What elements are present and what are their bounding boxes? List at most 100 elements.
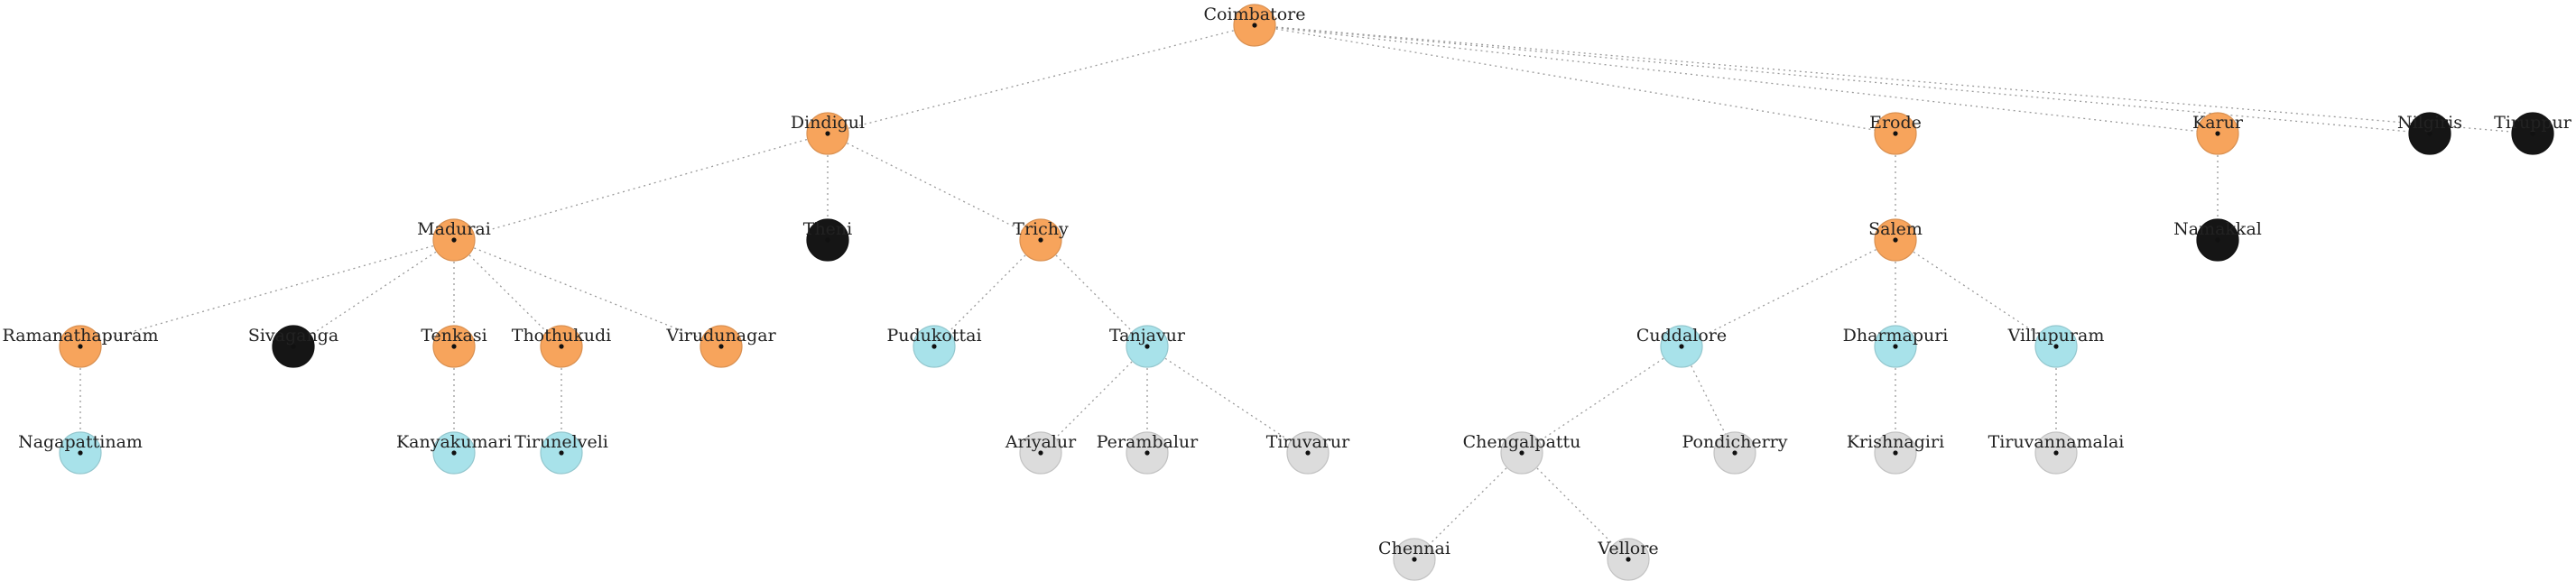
node-center-dot-tanjavur bbox=[1144, 344, 1150, 349]
node-label-kanyakumari: Kanyakumari bbox=[396, 432, 512, 452]
node-nagapattinam: Nagapattinam bbox=[18, 431, 143, 475]
node-label-coimbatore: Coimbatore bbox=[1204, 5, 1306, 24]
node-virudunagar: Virudunagar bbox=[665, 325, 777, 368]
node-krishnagiri: Krishnagiri bbox=[1847, 431, 1944, 475]
node-label-perambalur: Perambalur bbox=[1097, 432, 1199, 452]
node-label-namakkal: Namakkal bbox=[2173, 219, 2262, 239]
node-label-tirunelveli: Tirunelveli bbox=[514, 432, 608, 452]
node-center-dot-chennai bbox=[1412, 557, 1417, 562]
node-label-karur: Karur bbox=[2192, 113, 2244, 133]
node-tirunelveli: Tirunelveli bbox=[514, 431, 608, 475]
node-label-tiruvannamalai: Tiruvannamalai bbox=[1988, 432, 2125, 452]
node-center-dot-chengalpattu bbox=[1519, 450, 1524, 456]
node-label-erode: Erode bbox=[1869, 113, 1922, 133]
node-trichy: Trichy bbox=[1013, 218, 1069, 262]
edge-salem-cuddalore bbox=[1681, 239, 1896, 347]
node-label-ariyalur: Ariyalur bbox=[1005, 432, 1077, 452]
node-label-virudunagar: Virudunagar bbox=[665, 326, 776, 346]
node-thothukudi: Thothukudi bbox=[512, 325, 611, 368]
node-namakkal: Namakkal bbox=[2173, 218, 2262, 262]
node-label-chennai: Chennai bbox=[1378, 539, 1450, 558]
node-pudukottai: Pudukottai bbox=[886, 325, 982, 368]
node-center-dot-nilgiris bbox=[2427, 131, 2432, 136]
edge-coimbatore-karur bbox=[1254, 24, 2219, 134]
node-center-dot-pondicherry bbox=[1732, 450, 1737, 456]
edge-coimbatore-dindigul bbox=[827, 24, 1256, 134]
node-label-pondicherry: Pondicherry bbox=[1682, 432, 1788, 452]
node-label-vellore: Vellore bbox=[1597, 539, 1658, 558]
node-label-nagapattinam: Nagapattinam bbox=[18, 432, 143, 452]
node-tiruvannamalai: Tiruvannamalai bbox=[1988, 431, 2125, 475]
node-center-dot-theni bbox=[825, 237, 830, 243]
node-chennai: Chennai bbox=[1378, 538, 1450, 581]
node-tanjavur: Tanjavur bbox=[1109, 325, 1186, 368]
node-label-cuddalore: Cuddalore bbox=[1636, 326, 1727, 346]
node-tiruppur: Tiruppur bbox=[2494, 112, 2572, 155]
node-center-dot-villupuram bbox=[2053, 344, 2059, 349]
node-label-salem: Salem bbox=[1868, 219, 1923, 239]
node-label-theni: Theni bbox=[803, 219, 852, 239]
node-center-dot-nagapattinam bbox=[78, 450, 83, 456]
node-pondicherry: Pondicherry bbox=[1682, 431, 1788, 475]
node-label-tanjavur: Tanjavur bbox=[1109, 326, 1186, 346]
node-center-dot-trichy bbox=[1038, 237, 1043, 243]
node-center-dot-thothukudi bbox=[559, 344, 564, 349]
node-center-dot-salem bbox=[1893, 237, 1898, 243]
node-label-villupuram: Villupuram bbox=[2007, 326, 2105, 346]
edge-dindigul-madurai bbox=[453, 133, 829, 241]
node-label-pudukottai: Pudukottai bbox=[886, 326, 981, 346]
node-center-dot-perambalur bbox=[1144, 450, 1150, 456]
node-center-dot-tiruppur bbox=[2530, 131, 2535, 136]
node-center-dot-dharmapuri bbox=[1893, 344, 1898, 349]
node-madurai: Madurai bbox=[417, 218, 491, 262]
node-center-dot-pudukottai bbox=[931, 344, 937, 349]
edge-chengalpattu-chennai bbox=[1413, 452, 1523, 560]
node-label-sivaganga: Sivaganga bbox=[248, 326, 338, 346]
node-label-dharmapuri: Dharmapuri bbox=[1843, 326, 1949, 346]
node-label-madurai: Madurai bbox=[417, 219, 491, 239]
edge-trichy-tanjavur bbox=[1040, 239, 1148, 347]
node-coimbatore: Coimbatore bbox=[1204, 4, 1306, 47]
node-center-dot-ariyalur bbox=[1038, 450, 1043, 456]
edge-madurai-thothukudi bbox=[453, 239, 562, 347]
node-label-nilgiris: Nilgiris bbox=[2397, 113, 2462, 133]
node-erode: Erode bbox=[1869, 112, 1922, 155]
node-center-dot-dindigul bbox=[825, 131, 830, 136]
node-center-dot-sivaganga bbox=[291, 344, 296, 349]
node-label-tiruppur: Tiruppur bbox=[2494, 113, 2572, 133]
node-center-dot-tenkasi bbox=[451, 344, 457, 349]
node-sivaganga: Sivaganga bbox=[248, 325, 338, 368]
node-center-dot-karur bbox=[2215, 131, 2220, 136]
node-perambalur: Perambalur bbox=[1097, 431, 1199, 475]
node-nilgiris: Nilgiris bbox=[2397, 112, 2462, 155]
node-center-dot-vellore bbox=[1626, 557, 1631, 562]
node-tenkasi: Tenkasi bbox=[421, 325, 487, 368]
node-kanyakumari: Kanyakumari bbox=[396, 431, 512, 475]
node-label-trichy: Trichy bbox=[1013, 219, 1069, 239]
node-ramanathapuram: Ramanathapuram bbox=[2, 325, 159, 368]
node-dindigul: Dindigul bbox=[791, 112, 865, 155]
node-center-dot-namakkal bbox=[2215, 237, 2220, 243]
node-center-dot-tiruvarur bbox=[1305, 450, 1311, 456]
edge-chengalpattu-vellore bbox=[1521, 452, 1629, 560]
node-label-tenkasi: Tenkasi bbox=[421, 326, 486, 346]
edge-coimbatore-erode bbox=[1254, 24, 1896, 134]
node-villupuram: Villupuram bbox=[2007, 325, 2105, 368]
node-center-dot-tiruvannamalai bbox=[2053, 450, 2059, 456]
node-tiruvarur: Tiruvarur bbox=[1266, 431, 1350, 475]
edge-madurai-virudunagar bbox=[453, 239, 722, 347]
edge-coimbatore-nilgiris bbox=[1254, 24, 2431, 134]
node-center-dot-krishnagiri bbox=[1893, 450, 1898, 456]
node-center-dot-kanyakumari bbox=[451, 450, 457, 456]
edges-layer bbox=[79, 24, 2534, 560]
node-center-dot-cuddalore bbox=[1679, 344, 1684, 349]
node-salem: Salem bbox=[1868, 218, 1923, 262]
node-center-dot-ramanathapuram bbox=[78, 344, 83, 349]
node-label-ramanathapuram: Ramanathapuram bbox=[2, 326, 158, 346]
node-label-chengalpattu: Chengalpattu bbox=[1463, 432, 1581, 452]
node-center-dot-erode bbox=[1893, 131, 1898, 136]
node-karur: Karur bbox=[2192, 112, 2244, 155]
node-theni: Theni bbox=[803, 218, 852, 262]
